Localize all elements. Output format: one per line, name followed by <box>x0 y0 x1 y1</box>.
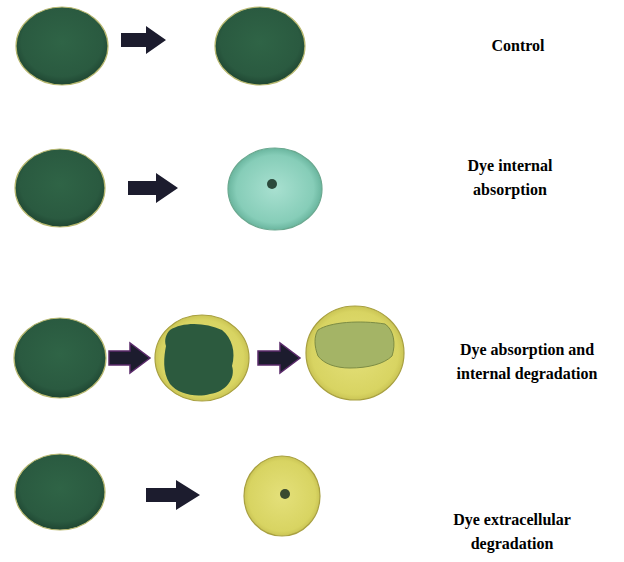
block-arrow <box>146 480 200 510</box>
row-label: Dye absorption and internal degradation <box>437 338 617 386</box>
petri-plate <box>15 149 105 227</box>
row-label: Control <box>463 34 573 58</box>
petri-plate <box>306 306 404 400</box>
petri-plate <box>215 7 305 85</box>
block-arrow <box>258 343 300 373</box>
colony-dot <box>280 489 290 499</box>
colony-blob <box>164 324 233 396</box>
colony-blob <box>315 322 394 368</box>
block-arrow <box>121 26 166 54</box>
petri-plate <box>228 148 322 230</box>
petri-plate <box>16 7 108 85</box>
block-arrow <box>128 173 178 203</box>
colony-dot <box>267 179 277 189</box>
petri-plate <box>14 318 106 398</box>
row-label: Dye internal absorption <box>445 154 575 202</box>
petri-plate <box>244 456 320 536</box>
block-arrow <box>109 343 150 373</box>
petri-plate <box>15 454 105 530</box>
row-label: Dye extracellular degradation <box>427 508 597 556</box>
petri-plate <box>155 315 249 401</box>
